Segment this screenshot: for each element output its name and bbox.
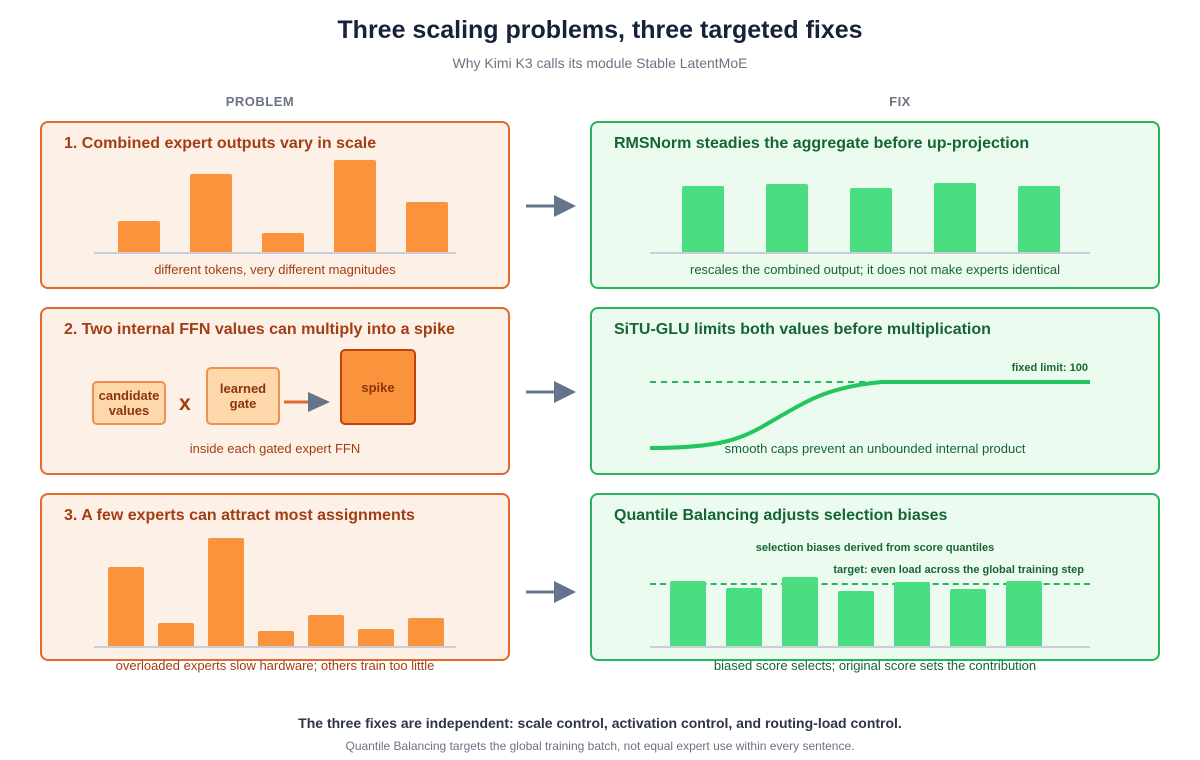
- bar: [190, 174, 232, 252]
- bar: [334, 160, 376, 252]
- fix-panel-2: SiTU-GLU limits both values before multi…: [590, 307, 1160, 475]
- problem-panel-3: 3. A few experts can attract most assign…: [40, 493, 510, 673]
- problem-title-1: 1. Combined expert outputs vary in scale: [64, 135, 377, 152]
- arrow-right-icon: [526, 195, 576, 217]
- bar: [108, 567, 144, 646]
- bar: [258, 631, 294, 646]
- problem-panel-1: 1. Combined expert outputs vary in scale…: [40, 121, 510, 289]
- bar: [208, 538, 244, 646]
- fix-title-3: Quantile Balancing adjusts selection bia…: [614, 507, 948, 524]
- baseline: [94, 646, 456, 648]
- problem-caption-1: different tokens, very different magnitu…: [154, 262, 396, 277]
- bar: [408, 618, 444, 646]
- bar: [894, 582, 930, 646]
- fix-title-1: RMSNorm steadies the aggregate before up…: [614, 135, 1030, 152]
- bar: [262, 233, 304, 252]
- bar: [118, 221, 160, 252]
- fix-caption-1: rescales the combined output; it does no…: [690, 262, 1060, 277]
- learned-gate-box: learned gate: [206, 367, 280, 425]
- footer-note: Quantile Balancing targets the global tr…: [345, 739, 855, 753]
- spike-box: spike: [340, 349, 416, 425]
- baseline: [94, 252, 456, 254]
- bar: [782, 577, 818, 646]
- bar: [158, 623, 194, 646]
- fix-title-2: SiTU-GLU limits both values before multi…: [614, 321, 991, 338]
- problem-title-3: 3. A few experts can attract most assign…: [64, 507, 415, 524]
- problem-column-heading: PROBLEM: [225, 94, 295, 109]
- fix-panel-3: Quantile Balancing adjusts selection bia…: [590, 493, 1160, 673]
- fix-panel-1: RMSNorm steadies the aggregate before up…: [590, 121, 1160, 289]
- problem-caption-2: inside each gated expert FFN: [189, 441, 361, 456]
- bar: [1018, 186, 1060, 252]
- multiply-sign: x: [179, 392, 191, 415]
- target-load-label: target: even load across the global trai…: [833, 564, 1084, 576]
- bar: [850, 188, 892, 252]
- candidate-values-box: candidate values: [92, 381, 166, 425]
- arrow-right-icon: [526, 381, 576, 403]
- saturation-curve: [649, 380, 1090, 450]
- bar: [670, 581, 706, 646]
- problem-title-2: 2. Two internal FFN values can multiply …: [64, 321, 455, 338]
- bar: [934, 183, 976, 252]
- problem-panel-2: 2. Two internal FFN values can multiply …: [40, 307, 510, 475]
- baseline: [650, 646, 1090, 648]
- baseline: [650, 252, 1090, 254]
- problem-caption-3: overloaded experts slow hardware; others…: [115, 658, 435, 673]
- bar: [406, 202, 448, 252]
- fix-column-heading: FIX: [889, 94, 911, 109]
- situ-glu-curve: [649, 380, 1090, 450]
- bar: [950, 589, 986, 646]
- fixed-limit-label: fixed limit: 100: [1011, 362, 1088, 374]
- arrow-right-icon: [284, 392, 330, 412]
- fix-caption-2: smooth caps prevent an unbounded interna…: [724, 441, 1026, 456]
- arrow-right-icon: [526, 581, 576, 603]
- bar: [838, 591, 874, 646]
- bar: [766, 184, 808, 252]
- bar: [726, 588, 762, 646]
- fix-caption-3: biased score selects; original score set…: [713, 658, 1037, 673]
- bar: [308, 615, 344, 646]
- quantile-bias-label: selection biases derived from score quan…: [755, 542, 995, 554]
- bar: [1006, 581, 1042, 646]
- page-title: Three scaling problems, three targeted f…: [337, 16, 863, 44]
- target-dashed-line: [650, 583, 1090, 585]
- bar: [358, 629, 394, 646]
- page-subtitle: Why Kimi K3 calls its module Stable Late…: [452, 55, 748, 71]
- bar: [682, 186, 724, 252]
- footer-summary: The three fixes are independent: scale c…: [298, 715, 902, 731]
